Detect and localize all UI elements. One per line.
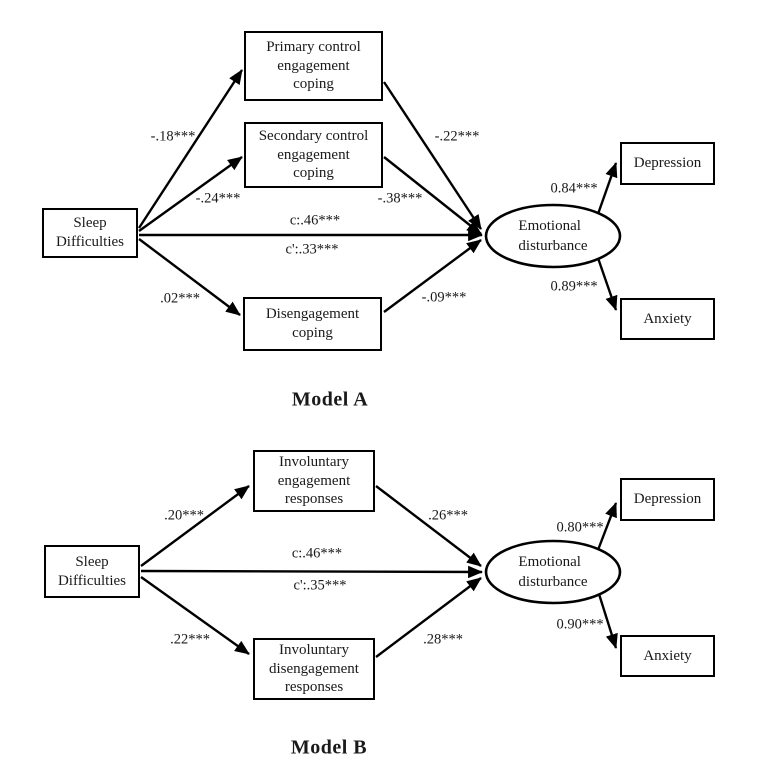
arrow-a-secondary-to-latent (383, 156, 482, 235)
arrow-a-sleep-to-disengagement (138, 238, 241, 316)
coef-loading-anxiety-model-a: 0.89*** (550, 278, 598, 295)
coef-b3-model-a: -.09*** (421, 289, 467, 306)
coef-b1-model-a: -.22*** (434, 128, 480, 145)
coef-a1-model-b: .20*** (164, 507, 204, 524)
coef-a1-model-a: -.18*** (150, 128, 196, 145)
node-primary-control-coping: Primary control engagement coping (244, 31, 383, 101)
arrow-b-sleep-to-latent (140, 565, 483, 579)
arrow-a-sleep-to-secondary (138, 156, 243, 232)
coef-b2-model-b: .28*** (423, 631, 463, 648)
coef-loading-anxiety-model-b: 0.90*** (556, 616, 604, 633)
coef-loading-depression-model-b: 0.80*** (556, 519, 604, 536)
node-anxiety-model-a: Anxiety (620, 298, 715, 340)
coef-total-effect-model-b: c:.46*** (291, 545, 343, 562)
coef-a3-model-a: .02*** (160, 290, 200, 307)
coef-loading-depression-model-a: 0.84*** (550, 180, 598, 197)
node-anxiety-model-b: Anxiety (620, 635, 715, 677)
coef-a2-model-b: .22*** (170, 631, 210, 648)
node-depression-model-b: Depression (620, 478, 715, 521)
node-sleep-difficulties-model-b: Sleep Difficulties (44, 545, 140, 598)
arrow-b-latent-to-anxiety (597, 593, 618, 649)
coef-b1-model-b: .26*** (428, 507, 468, 524)
model-a-title: Model A (291, 388, 369, 411)
arrow-a-latent-to-depression (596, 162, 618, 215)
latent-ellipse-model-b (484, 539, 622, 605)
arrow-a-disengagement-to-latent (383, 239, 482, 313)
node-secondary-control-coping: Secondary control engagement coping (244, 122, 383, 188)
node-emotional-disturbance-model-a: Emotional disturbance (518, 218, 588, 254)
node-depression-model-a: Depression (620, 142, 715, 185)
coef-direct-effect-model-a: c':.33*** (285, 241, 339, 258)
arrow-a-latent-to-anxiety (596, 257, 618, 311)
arrow-b-inv-disengagement-to-latent (375, 577, 482, 658)
node-disengagement-coping: Disengagement coping (243, 297, 382, 351)
coef-direct-effect-model-b: c':.35*** (293, 577, 347, 594)
coef-a2-model-a: -.24*** (195, 190, 241, 207)
node-emotional-disturbance-model-b: Emotional disturbance (518, 554, 588, 590)
node-involuntary-disengagement: Involuntary disengagement responses (253, 638, 375, 700)
latent-ellipse-model-a (484, 203, 622, 269)
node-involuntary-engagement: Involuntary engagement responses (253, 450, 375, 512)
arrow-b-sleep-to-inv-engagement (140, 485, 250, 567)
arrow-b-inv-engagement-to-latent (375, 485, 482, 567)
arrow-a-primary-to-latent (382, 81, 483, 230)
arrow-a-sleep-to-primary (137, 69, 244, 229)
coef-total-effect-model-a: c:.46*** (289, 212, 341, 229)
node-sleep-difficulties-model-a: Sleep Difficulties (42, 208, 138, 258)
coef-b2-model-a: -.38*** (377, 190, 423, 207)
model-b-title: Model B (290, 736, 368, 759)
arrow-b-latent-to-depression (596, 502, 618, 551)
arrow-b-sleep-to-inv-disengagement (140, 576, 250, 655)
